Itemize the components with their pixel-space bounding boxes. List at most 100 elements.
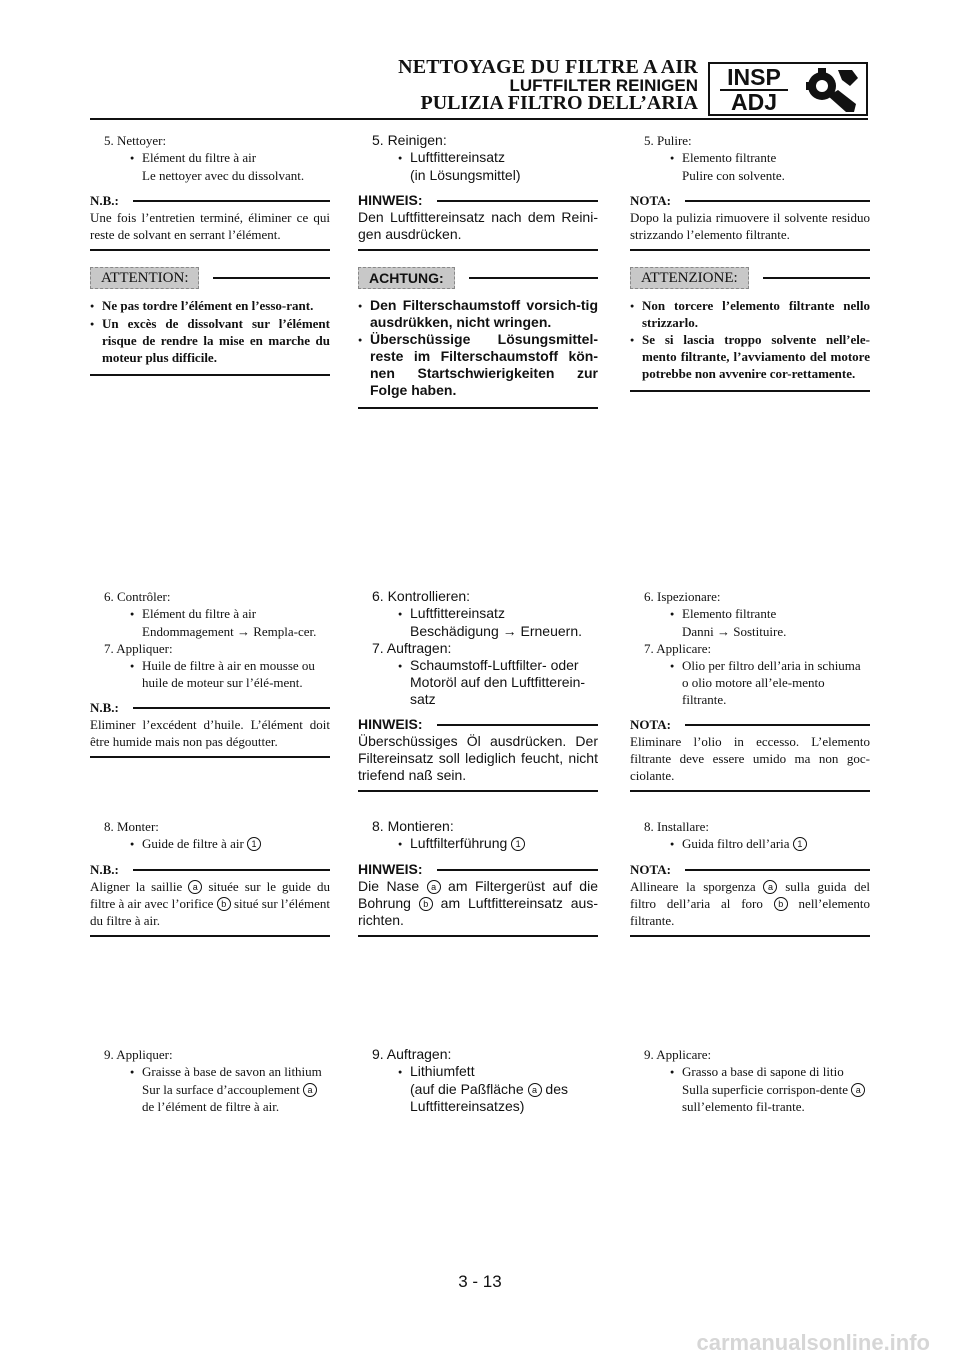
- step-7: 7. Appliquer:: [104, 641, 173, 656]
- note-text: Aligner la saillie a située sur le guide…: [90, 878, 330, 937]
- callout-b: b: [216, 897, 231, 911]
- note-text: Eliminare l’olio in eccesso. L’elemento …: [630, 733, 870, 792]
- callout-a: a: [302, 1083, 317, 1097]
- column-french-step-9: 9. Appliquer: Graisse à base de savon an…: [90, 1046, 330, 1115]
- step-6: 6. Kontrollieren:: [372, 588, 471, 604]
- note-header: N.B.:: [90, 699, 330, 716]
- step-item: Olio per filtro dell’aria in schiuma o o…: [670, 657, 870, 708]
- step-item: Elément du filtre à air: [130, 149, 330, 167]
- step-detail: Sur la surface d’accouplement a de l’élé…: [142, 1081, 330, 1115]
- callout-1: 1: [511, 837, 526, 851]
- column-italian-step-9: 9. Applicare: Grasso a base di sapone di…: [630, 1046, 870, 1115]
- step-6: 6. Contrôler:: [104, 589, 171, 604]
- callout-a: a: [851, 1083, 866, 1097]
- warning-label: ATTENZIONE:: [630, 267, 749, 289]
- title-german: LUFTFILTER REINIGEN: [509, 76, 698, 95]
- warning-item: Se si lascia troppo solvente nell’ele-me…: [630, 331, 870, 382]
- callout-b: b: [773, 897, 788, 911]
- step-item: Grasso a base di sapone di litio: [670, 1063, 870, 1081]
- note-header: N.B.:: [90, 861, 330, 878]
- note-header: HINWEIS:: [358, 861, 598, 878]
- step-item: Luftfittereinsatz: [398, 149, 598, 167]
- step-9: 9. Applicare:: [644, 1047, 712, 1062]
- note-text: Eliminer l’excédent d’huile. L’élément d…: [90, 716, 330, 758]
- step-item: Guida filtro dell’aria 1: [670, 835, 870, 853]
- note-header: NOTA:: [630, 861, 870, 878]
- column-german-step-9: 9. Auftragen: Lithiumfett (auf die Paßfl…: [358, 1046, 598, 1115]
- step-5: 5. Pulire:: [644, 133, 692, 148]
- watermark: carmanualsonline.info: [696, 1330, 931, 1355]
- step-5: 5. Nettoyer:: [104, 133, 167, 148]
- note-text: Allineare la sporgenza a sulla guida del…: [630, 878, 870, 937]
- badge-adj: ADJ: [730, 89, 777, 115]
- header-rule: [90, 118, 868, 120]
- column-french-step-8: 8. Monter: Guide de filtre à air 1 N.B.:…: [90, 818, 330, 937]
- title-french: NETTOYAGE DU FILTRE A AIR: [398, 56, 698, 78]
- wrench-gear-icon: [806, 68, 858, 112]
- step-item: Guide de filtre à air 1: [130, 835, 330, 853]
- warning-item: Ne pas tordre l’élément en l’esso-rant.: [90, 297, 330, 315]
- bullet-icon: [130, 149, 142, 167]
- column-italian: 5. Pulire: Elemento filtrante Pulire con…: [630, 132, 870, 392]
- step-7: 7. Auftragen:: [372, 640, 452, 656]
- warning-item: Überschüssige Lösungsmittel-reste im Fil…: [358, 331, 598, 399]
- step-item: Graisse à base de savon an lithium: [130, 1063, 330, 1081]
- callout-a: a: [188, 880, 203, 894]
- step-5: 5. Reinigen:: [372, 132, 447, 148]
- note-text: Den Luftfittereinsatz nach dem Reini-gen…: [358, 209, 598, 251]
- step-detail: Sulla superficie corrispon-dente a sull’…: [682, 1081, 870, 1115]
- note-header: NOTA:: [630, 192, 870, 209]
- badge-insp: INSP: [727, 64, 781, 90]
- callout-a: a: [527, 1083, 542, 1097]
- step-item: Elément du filtre à air: [130, 605, 330, 623]
- warning-header: ACHTUNG:: [358, 267, 598, 289]
- step-item: Lithiumfett: [398, 1063, 598, 1081]
- warning-item: Non torcere l’elemento filtrante nello s…: [630, 297, 870, 331]
- callout-a: a: [426, 880, 441, 894]
- step-8: 8. Installare:: [644, 819, 709, 834]
- step-8: 8. Monter:: [104, 819, 159, 834]
- step-detail: Endommagement → Rempla-cer.: [142, 624, 317, 639]
- insp-adj-badge: INSP ADJ: [708, 62, 868, 116]
- column-italian-steps-6-7: 6. Ispezionare: Elemento filtrante Danni…: [630, 588, 870, 792]
- callout-b: b: [418, 897, 433, 911]
- step-detail: Beschädigung → Erneuern.: [410, 623, 582, 639]
- step-9: 9. Auftragen:: [372, 1046, 452, 1062]
- page-number: 3 - 13: [458, 1272, 502, 1291]
- warning-header: ATTENTION:: [90, 267, 330, 289]
- callout-a: a: [763, 880, 778, 894]
- step-detail: Le nettoyer avec du dissolvant.: [142, 168, 305, 183]
- column-german-steps-6-7: 6. Kontrollieren: Luftfittereinsatz Besc…: [358, 588, 598, 792]
- step-detail: (auf die Paßfläche a des Luftfittereinsa…: [410, 1081, 568, 1114]
- step-item: Elemento filtrante: [670, 149, 870, 167]
- step-7: 7. Applicare:: [644, 641, 712, 656]
- callout-1: 1: [247, 837, 262, 851]
- warning-item: Den Filterschaumstoff vorsich-tig ausdrü…: [358, 297, 598, 331]
- step-item: Huile de filtre à air en mousse ou huile…: [130, 657, 330, 691]
- step-detail: (in Lösungsmittel): [410, 167, 521, 183]
- column-french-steps-6-7: 6. Contrôler: Elément du filtre à air En…: [90, 588, 330, 758]
- warning-label: ACHTUNG:: [358, 267, 455, 289]
- warning-body: Ne pas tordre l’élément en l’esso-rant. …: [90, 297, 330, 376]
- step-item: Elemento filtrante: [670, 605, 870, 623]
- step-8: 8. Montieren:: [372, 818, 454, 834]
- note-header: HINWEIS:: [358, 716, 598, 733]
- warning-label: ATTENTION:: [90, 267, 200, 289]
- step-9: 9. Appliquer:: [104, 1047, 173, 1062]
- callout-1: 1: [792, 837, 807, 851]
- column-french: 5. Nettoyer: Elément du filtre à air Le …: [90, 132, 330, 376]
- step-detail: Pulire con solvente.: [682, 168, 785, 183]
- note-header: HINWEIS:: [358, 192, 598, 209]
- note-header: N.B.:: [90, 192, 330, 209]
- warning-item: Un excès de dissolvant sur l’élément ris…: [90, 315, 330, 366]
- warning-body: Non torcere l’elemento filtrante nello s…: [630, 297, 870, 392]
- title-italian: PULIZIA FILTRO DELL’ARIA: [420, 92, 699, 114]
- note-text: Überschüssiges Öl ausdrücken. Der Filter…: [358, 733, 598, 792]
- step-item: Luftfilterführung 1: [398, 835, 598, 853]
- column-german: 5. Reinigen: Luftfittereinsatz (in Lösun…: [358, 132, 598, 409]
- badge-divider: [720, 89, 788, 91]
- step-6: 6. Ispezionare:: [644, 589, 721, 604]
- column-german-step-8: 8. Montieren: Luftfilterführung 1 HINWEI…: [358, 818, 598, 937]
- note-text: Une fois l’entretien terminé, éliminer c…: [90, 209, 330, 251]
- note-text: Die Nase a am Filtergerüst auf die Bohru…: [358, 878, 598, 937]
